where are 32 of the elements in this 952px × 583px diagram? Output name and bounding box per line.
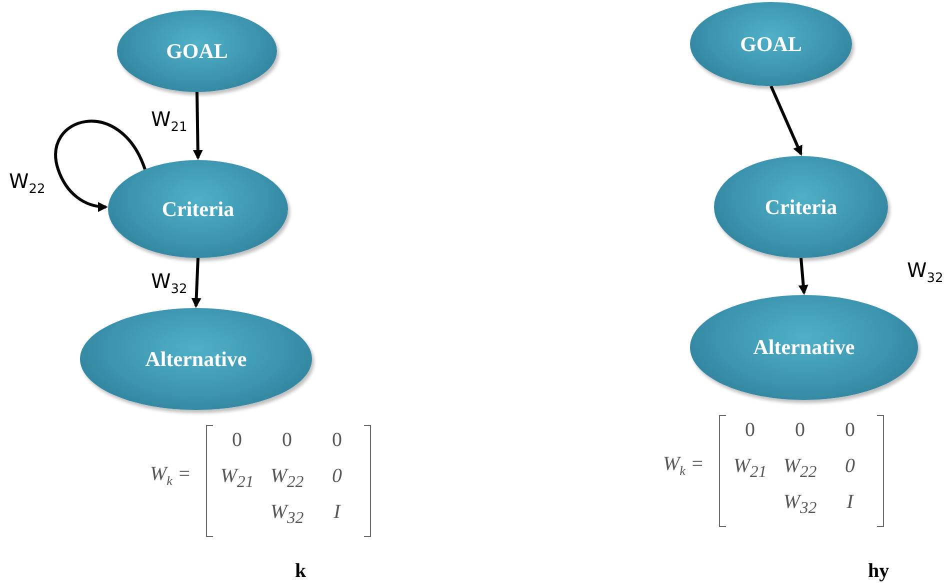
- matrix-entry: 0: [331, 429, 343, 452]
- matrix-entry: W$_{22}$: [782, 455, 818, 482]
- node-label: Alternative: [145, 346, 247, 372]
- arrow: [54, 120, 146, 212]
- matrix-entry: 0: [844, 419, 856, 442]
- matrix-entry: 0: [231, 429, 243, 452]
- matrix-entry: 0: [844, 455, 856, 478]
- matrix-entry: W$_{32}$: [782, 491, 818, 518]
- matrix-entry: 0: [281, 429, 293, 452]
- node-label: Criteria: [162, 196, 234, 222]
- arrow: [798, 258, 808, 295]
- matrix-entry: 0: [794, 419, 806, 442]
- matrix-entry: I: [332, 501, 342, 524]
- arrow: [191, 258, 202, 308]
- arrow: [770, 85, 802, 156]
- weight-label: W$_{32}$: [907, 258, 944, 286]
- arrow: [192, 92, 203, 160]
- matrix-entry: 0: [744, 419, 756, 442]
- node-label: GOAL: [740, 32, 802, 56]
- matrix-entry: W$_{22}$: [269, 465, 305, 492]
- matrix-symbol: W$_{k}$ =: [663, 453, 704, 479]
- matrix-entry: 0: [331, 465, 343, 488]
- node-label: Alternative: [753, 335, 855, 360]
- caption-fragment: k: [295, 560, 306, 583]
- matrix-entry: W$_{21}$: [219, 465, 255, 492]
- matrix-entry: I: [846, 491, 855, 514]
- caption-fragment: hy: [868, 560, 890, 583]
- matrix-entry: W$_{32}$: [269, 501, 305, 528]
- matrix-entry: W$_{21}$: [732, 455, 768, 482]
- node-label: Criteria: [764, 194, 838, 220]
- node-label: GOAL: [166, 38, 228, 64]
- matrix-symbol: W$_{k}$ =: [150, 463, 191, 489]
